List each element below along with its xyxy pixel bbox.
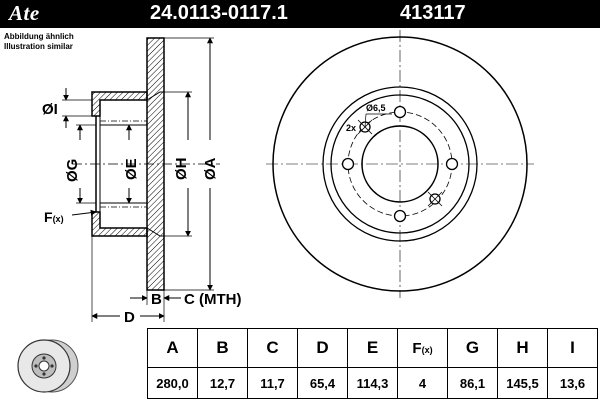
part-number: 24.0113-0117.1 xyxy=(150,2,288,24)
technical-drawing: ØI ØG ØE ØH ØA F(x) xyxy=(42,30,534,326)
header-d: D xyxy=(297,328,348,368)
illustration-note-german: Abbildung ähnlich xyxy=(4,32,74,41)
header-a: A xyxy=(147,328,198,368)
locating-hole-lower xyxy=(427,191,443,207)
wheel-bolt-hole-bottom xyxy=(393,209,407,223)
header-e: E xyxy=(347,328,398,368)
value-d: 65,4 xyxy=(297,367,348,399)
dimension-value-row: 280,0 12,7 11,7 65,4 114,3 4 86,1 145,5 … xyxy=(147,367,598,399)
header-b: B xyxy=(197,328,248,368)
value-f: 4 xyxy=(397,367,448,399)
front-view: Ø6,5 2x xyxy=(266,30,534,298)
dimension-header-row: A B C D E F(x) G H I xyxy=(147,328,598,368)
label-dim-g: ØG xyxy=(64,159,81,182)
brand-logo: Ate xyxy=(9,1,40,25)
label-dim-c: C (MTH) xyxy=(184,291,241,308)
cross-section-view: ØI ØG ØE ØH ØA F(x) xyxy=(42,37,241,326)
value-h: 145,5 xyxy=(497,367,548,399)
illustration-note-english: Illustration similar xyxy=(4,42,73,51)
value-b: 12,7 xyxy=(197,367,248,399)
value-a: 280,0 xyxy=(147,367,198,399)
label-dim-i: ØI xyxy=(42,101,58,118)
header-h: H xyxy=(497,328,548,368)
label-dim-a: ØA xyxy=(202,157,219,180)
label-bolt-hole-count: 2x xyxy=(346,123,356,133)
header-i: I xyxy=(547,328,598,368)
label-bolt-hole-diameter: Ø6,5 xyxy=(366,103,386,113)
wheel-bolt-hole-left xyxy=(341,157,355,171)
label-dim-f: F(x) xyxy=(44,209,64,225)
hub-wall-top xyxy=(91,91,148,117)
wheel-bolt-hole-right xyxy=(445,157,459,171)
value-e: 114,3 xyxy=(347,367,398,399)
disc-thumbnail-image xyxy=(17,339,79,393)
header-c: C xyxy=(247,328,298,368)
header-bar: Ate 24.0113-0117.1 413117 xyxy=(0,0,600,28)
header-f: F(x) xyxy=(397,328,448,368)
value-i: 13,6 xyxy=(547,367,598,399)
label-dim-d: D xyxy=(124,309,135,326)
label-dim-b: B xyxy=(151,291,162,308)
header-g: G xyxy=(447,328,498,368)
value-g: 86,1 xyxy=(447,367,498,399)
label-dim-e: ØE xyxy=(123,158,140,180)
hub-wall-bottom xyxy=(91,211,148,237)
dimension-table: A B C D E F(x) G H I 280,0 12,7 11,7 65,… xyxy=(147,328,598,399)
value-c: 11,7 xyxy=(247,367,298,399)
article-number: 413117 xyxy=(400,2,466,24)
wheel-bolt-hole-top xyxy=(393,105,407,119)
label-dim-h: ØH xyxy=(173,158,190,181)
